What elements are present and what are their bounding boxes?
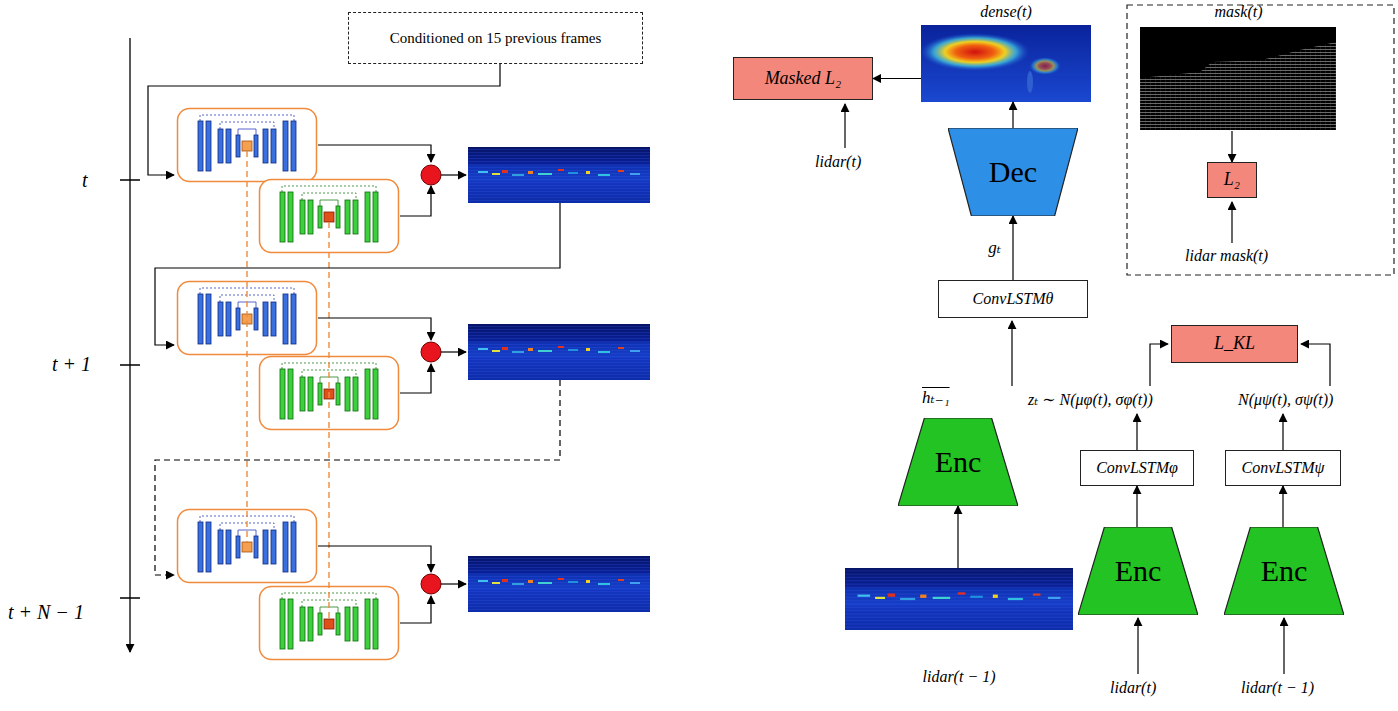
- node-text: Enc: [1261, 553, 1308, 589]
- dense-image: [920, 25, 1091, 102]
- weight-sharing-line: [328, 222, 329, 619]
- trapezoid-shape: [948, 128, 1078, 216]
- convlstm-box: ConvLSTMθ: [938, 280, 1088, 318]
- mask-ground: [1140, 27, 1336, 130]
- merge-circle: [421, 342, 441, 362]
- merge-circle: [421, 574, 441, 594]
- convlstm-box: ConvLSTMψ: [1225, 450, 1341, 486]
- node-text: ConvLSTMθ: [973, 289, 1054, 308]
- lidar-image: lidar(t − 1): [845, 568, 1073, 686]
- weight-sharing-line: [246, 151, 247, 542]
- leader-arrow: [1011, 321, 1012, 386]
- node-text: Enc: [1115, 553, 1162, 589]
- loss-box: L₂: [1207, 162, 1257, 198]
- connector-arrow: [1231, 131, 1232, 162]
- latent-distribution-label: zₜ ∼ N(μφ(t), σφ(t)): [1028, 390, 1153, 409]
- lidar-frame: [845, 568, 1073, 630]
- convlstm-box: ConvLSTMφ: [1080, 450, 1194, 486]
- lidar-frame: [468, 556, 650, 612]
- dense-pole: [1027, 71, 1033, 93]
- axis-ticks: [120, 180, 140, 598]
- wire: [441, 583, 466, 584]
- input-label: lidar(t − 1): [1241, 678, 1314, 697]
- wire: [318, 318, 431, 340]
- wire: [318, 145, 431, 162]
- leader-arrow: [1150, 344, 1168, 386]
- node-text: L_KL: [1214, 333, 1255, 355]
- input-label: lidar(t): [1110, 678, 1156, 697]
- connector-arrow: [1136, 486, 1137, 527]
- node-text: Masked L₂: [765, 68, 842, 90]
- encoder-trapezoid: Enc: [1224, 527, 1344, 615]
- time-label: t: [82, 168, 88, 192]
- wire: [400, 596, 431, 623]
- mask-branch-frame: [1127, 5, 1394, 275]
- node-text: ConvLSTMψ: [1242, 458, 1325, 477]
- leader-arrow: [1283, 618, 1284, 674]
- mask-image: mask(t): [1140, 2, 1337, 131]
- connector-arrow: [1012, 216, 1013, 280]
- dense-blob: [1029, 57, 1061, 75]
- connector-arrow: [1282, 486, 1283, 527]
- leader-arrow: [1231, 202, 1232, 243]
- connector-arrow: [873, 78, 921, 79]
- connector-arrow: [1012, 102, 1013, 128]
- node-text: ConvLSTMφ: [1096, 458, 1178, 477]
- wire: [400, 186, 431, 216]
- unet-blue: [178, 109, 317, 182]
- unet-blue: [178, 510, 317, 583]
- wire: [155, 380, 560, 575]
- time-axis: [120, 38, 140, 652]
- prior-distribution-label: N(μψ(t), σψ(t)): [1238, 390, 1333, 409]
- loss-box: L_KL: [1171, 325, 1298, 363]
- node-text: Enc: [935, 444, 982, 480]
- connector-arrow: [957, 506, 958, 568]
- lidar-frame: [468, 324, 650, 380]
- edge-label: gₜ: [986, 238, 1003, 258]
- node-text: Conditioned on 15 previous frames: [390, 29, 602, 47]
- axis-line: [129, 38, 130, 652]
- unet-green: [260, 180, 399, 253]
- node-text: dense(t): [980, 2, 1032, 21]
- time-label: t + 1: [52, 352, 91, 376]
- dense-depth-image: dense(t): [921, 2, 1091, 102]
- node-text: L₂: [1224, 169, 1240, 191]
- wire: [318, 546, 431, 572]
- trapezoid-shape: [1224, 527, 1344, 615]
- wire: [148, 64, 500, 175]
- dense-blob: [920, 33, 1030, 71]
- wire: [155, 203, 560, 345]
- leader-arrow: [1137, 618, 1138, 674]
- leader-arrow: [1136, 414, 1137, 450]
- loss-box: Masked L₂: [733, 57, 873, 100]
- node-text: mask(t): [1215, 2, 1263, 21]
- lidar-frame: [468, 147, 650, 203]
- hidden-state-label: hₜ₋₁: [922, 388, 950, 408]
- trapezoid-shape: [1078, 527, 1198, 615]
- leader-arrow: [1301, 344, 1330, 386]
- node-text: lidar(t − 1): [922, 667, 995, 686]
- encoder-trapezoid: Enc: [898, 418, 1018, 506]
- decoder-trapezoid: Dec: [948, 128, 1078, 216]
- input-label: lidar mask(t): [1185, 246, 1268, 265]
- trapezoid-shape: [898, 418, 1018, 506]
- wire: [441, 174, 466, 175]
- wire: [400, 364, 431, 393]
- encoder-trapezoid: Enc: [1078, 527, 1198, 615]
- dense-ground: [921, 25, 1091, 102]
- input-label: lidar(t): [815, 152, 861, 171]
- merge-circle: [421, 165, 441, 185]
- condition-note-box: Conditioned on 15 previous frames: [348, 12, 643, 64]
- mask-points: [1140, 42, 1336, 130]
- leader-arrow: [1282, 414, 1283, 450]
- node-text: Dec: [989, 154, 1037, 190]
- leader-arrow: [844, 104, 845, 148]
- time-label: t + N − 1: [8, 600, 84, 624]
- wire: [441, 351, 466, 352]
- mask-image: [1140, 27, 1336, 130]
